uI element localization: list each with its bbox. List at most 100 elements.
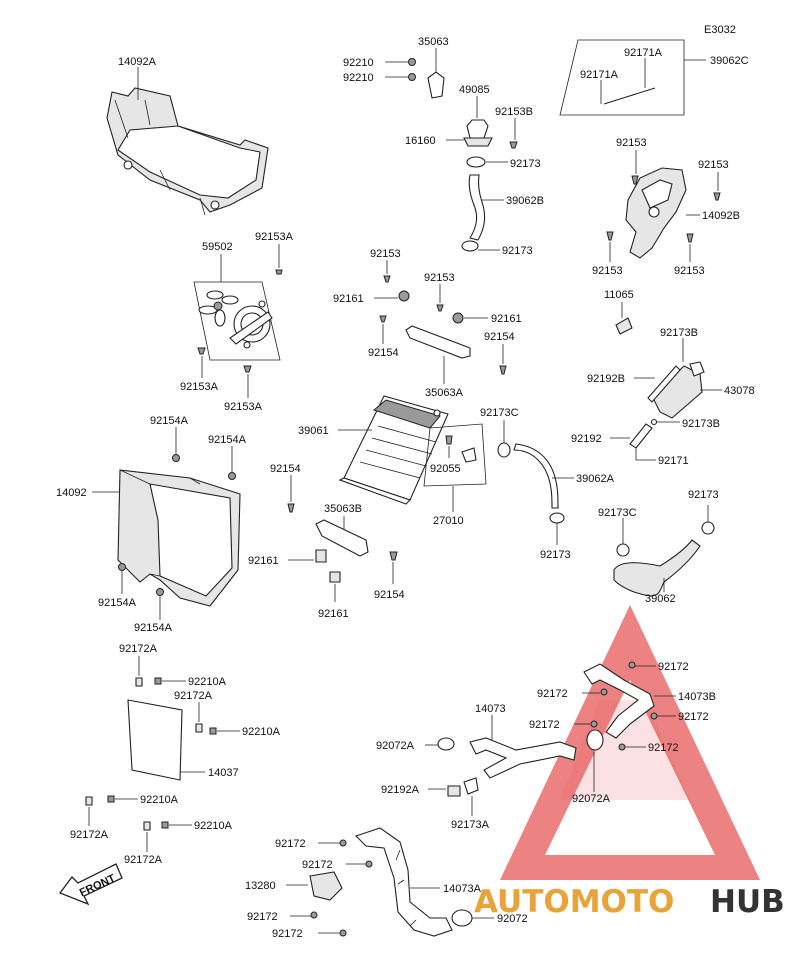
label-92192: 92192 — [571, 433, 602, 445]
label-92210A: 92210A — [194, 820, 233, 832]
label-92153: 92153 — [424, 272, 455, 284]
label-92172: 92172 — [678, 711, 709, 723]
label-92154A: 92154A — [98, 597, 137, 609]
label-92072A: 92072A — [572, 793, 611, 805]
part-14092-cover — [92, 427, 241, 620]
label-14073: 14073 — [475, 703, 506, 715]
label-92072A: 92072A — [376, 740, 415, 752]
label-92173A: 92173A — [451, 819, 490, 831]
part-92153B-bolt — [509, 118, 518, 149]
label-49085: 49085 — [459, 84, 490, 96]
label-92161: 92161 — [491, 313, 522, 325]
label-92173: 92173 — [540, 549, 571, 561]
label-92172A: 92172A — [124, 854, 163, 866]
label-92172: 92172 — [529, 719, 560, 731]
label-92153: 92153 — [370, 248, 401, 260]
label-14073B: 14073B — [678, 691, 716, 703]
label-92171A: 92171A — [624, 47, 663, 59]
label-92172: 92172 — [648, 742, 679, 754]
part-27010-switch-box — [423, 423, 487, 512]
label-92153: 92153 — [616, 137, 647, 149]
label-14092: 14092 — [56, 487, 87, 499]
label-92172: 92172 — [272, 928, 303, 940]
part-35063A-bracket — [374, 260, 507, 384]
label-39062C: 39062C — [710, 55, 749, 67]
watermark-hub: HUB — [710, 884, 785, 920]
label-92154: 92154 — [270, 463, 301, 475]
part-39062A-hose — [497, 420, 574, 545]
label-92072: 92072 — [497, 913, 528, 925]
label-92172A: 92172A — [174, 690, 213, 702]
part-35063-bracket — [427, 48, 445, 99]
part-35063B-bracket — [287, 475, 398, 602]
label-92055: 92055 — [430, 463, 461, 475]
label-92172A: 92172A — [119, 643, 158, 655]
label-92210A: 92210A — [140, 794, 179, 806]
label-92171: 92171 — [658, 455, 689, 467]
label-92153A: 92153A — [255, 231, 294, 243]
label-92210A: 92210A — [188, 676, 227, 688]
label-92173C: 92173C — [598, 507, 637, 519]
label-92154A: 92154A — [208, 434, 247, 446]
part-labels: 14092A 35063 92210 92210 49085 92153B 16… — [56, 36, 755, 940]
label-35063A: 35063A — [425, 387, 464, 399]
part-49085-thermostat — [446, 96, 493, 147]
label-39062B: 39062B — [506, 195, 544, 207]
label-92153: 92153 — [698, 159, 729, 171]
watermark-text: AUTOMOTO HUB — [474, 884, 785, 920]
label-14073A: 14073A — [443, 883, 482, 895]
part-59502-fan-box — [193, 244, 283, 398]
part-92210-nuts — [385, 58, 416, 81]
part-14073-pipe — [425, 715, 577, 816]
label-92153: 92153 — [592, 265, 623, 277]
part-39061-radiator — [338, 395, 449, 505]
label-43078: 43078 — [724, 385, 755, 397]
label-92153B: 92153B — [495, 106, 533, 118]
label-14092A: 14092A — [118, 56, 157, 68]
label-35063B: 35063B — [324, 503, 362, 515]
label-92153A: 92153A — [224, 401, 263, 413]
watermark-logo — [500, 605, 760, 880]
label-39061: 39061 — [298, 425, 329, 437]
front-arrow: FRONT — [58, 863, 123, 906]
label-92161: 92161 — [248, 555, 279, 567]
label-92154A: 92154A — [134, 622, 173, 634]
label-92173: 92173 — [688, 489, 719, 501]
label-92161: 92161 — [333, 293, 364, 305]
label-92172: 92172 — [275, 838, 306, 850]
label-92192A: 92192A — [381, 784, 420, 796]
part-39062B-hose — [461, 156, 508, 252]
label-92171A: 92171A — [580, 69, 619, 81]
label-92173B: 92173B — [682, 418, 720, 430]
label-11065: 11065 — [604, 289, 634, 301]
label-92154: 92154 — [368, 347, 399, 359]
label-92172A: 92172A — [70, 829, 109, 841]
part-14092B-bracket — [606, 150, 721, 262]
label-92161: 92161 — [318, 608, 349, 620]
part-14092A-cover — [106, 67, 269, 216]
label-92154: 92154 — [374, 589, 405, 601]
diagram-code: E3032 — [704, 24, 736, 36]
label-92173: 92173 — [510, 158, 541, 170]
label-92210: 92210 — [343, 57, 374, 69]
label-92153A: 92153A — [180, 381, 219, 393]
part-39062C-box — [559, 39, 706, 116]
label-14092B: 14092B — [702, 210, 740, 222]
label-39062: 39062 — [645, 593, 676, 605]
label-92210: 92210 — [343, 72, 374, 84]
label-92172: 92172 — [302, 859, 333, 871]
part-14073A-pipe — [286, 827, 494, 937]
part-14073B-pipe — [574, 661, 676, 792]
part-11065-cap — [615, 302, 633, 335]
label-59502: 59502 — [202, 241, 233, 253]
label-16160: 16160 — [405, 135, 436, 147]
label-92172: 92172 — [537, 688, 568, 700]
part-43078-reservoir — [610, 338, 722, 461]
watermark-automoto: AUTOMOTO — [474, 884, 674, 920]
part-14037-panel — [85, 656, 240, 852]
label-92173: 92173 — [502, 245, 533, 257]
label-92210A: 92210A — [242, 726, 281, 738]
label-92192B: 92192B — [587, 373, 625, 385]
label-92154: 92154 — [484, 331, 515, 343]
